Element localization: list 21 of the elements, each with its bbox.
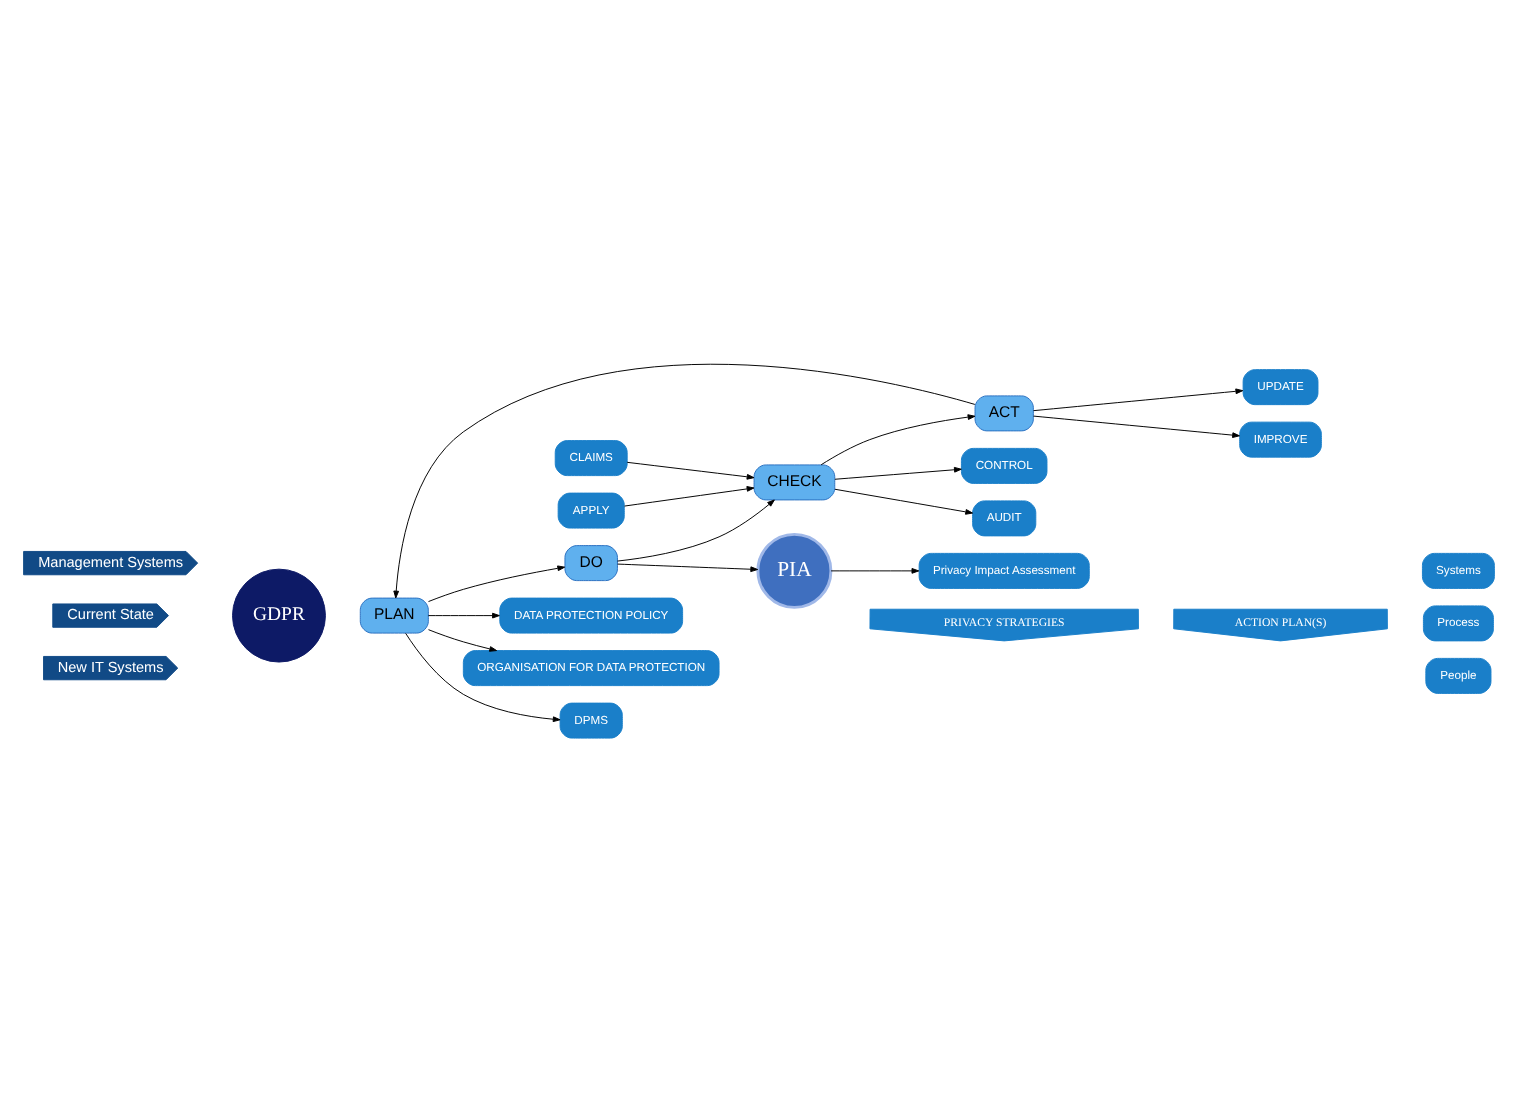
arrow — [428, 565, 566, 603]
arrow — [428, 629, 498, 652]
arrow — [834, 466, 962, 480]
arrow — [834, 488, 974, 515]
arrow — [1033, 415, 1240, 438]
arrow — [820, 414, 976, 466]
arrow — [626, 461, 755, 480]
arrow — [617, 563, 759, 573]
node-circle: PIA — [756, 532, 833, 609]
arrow — [1033, 388, 1244, 412]
node-box: DO — [564, 545, 618, 582]
node-box: CHECK — [753, 464, 836, 501]
arrow — [830, 568, 920, 574]
node-box: PLAN — [359, 597, 429, 634]
arrow — [393, 363, 976, 599]
arrow — [405, 632, 561, 723]
arrow — [616, 499, 775, 562]
node-box: ACT — [974, 395, 1034, 432]
arrow — [624, 486, 755, 507]
node-circle: GDPR — [232, 568, 326, 663]
arrow — [427, 612, 500, 619]
